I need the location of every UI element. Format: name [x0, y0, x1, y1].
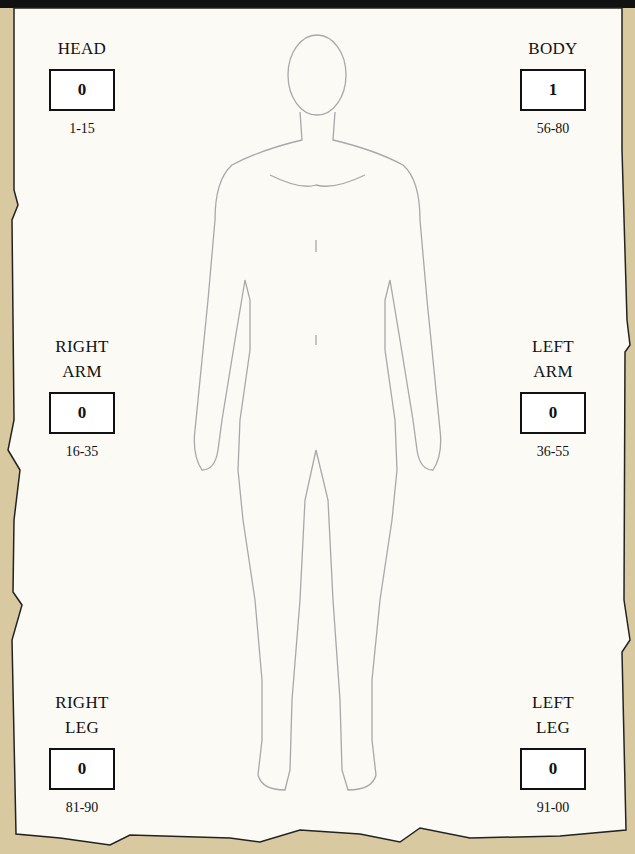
location-name: RIGHT ARM: [46, 334, 118, 384]
body-figure: [194, 35, 440, 790]
location-name: LEFT ARM: [517, 334, 589, 384]
hit-count: 0: [549, 403, 558, 423]
hit-location: LEFT LEG 0 91-00: [515, 690, 591, 816]
count-box: 0: [49, 748, 115, 790]
count-box: 0: [49, 392, 115, 434]
hit-location: HEAD 0 1-15: [47, 36, 117, 137]
location-name: HEAD: [58, 36, 106, 61]
hit-location: RIGHT LEG 0 81-90: [44, 690, 120, 816]
location-name: RIGHT LEG: [46, 690, 118, 740]
hit-location: BODY 1 56-80: [518, 36, 588, 137]
roll-range: 36-55: [537, 444, 570, 460]
torn-paper: [8, 8, 630, 845]
roll-range: 56-80: [537, 121, 570, 137]
count-box: 0: [520, 748, 586, 790]
roll-range: 16-35: [66, 444, 99, 460]
hit-count: 0: [78, 403, 87, 423]
hit-location: LEFT ARM 0 36-55: [515, 334, 591, 460]
location-name: LEFT LEG: [517, 690, 589, 740]
hit-count: 0: [549, 759, 558, 779]
hit-location: RIGHT ARM 0 16-35: [44, 334, 120, 460]
roll-range: 81-90: [66, 800, 99, 816]
hit-count: 0: [78, 80, 87, 100]
hit-count: 1: [549, 80, 558, 100]
top-bar: [0, 0, 635, 8]
count-box: 0: [520, 392, 586, 434]
roll-range: 91-00: [537, 800, 570, 816]
roll-range: 1-15: [69, 121, 95, 137]
count-box: 1: [520, 69, 586, 111]
count-box: 0: [49, 69, 115, 111]
hit-count: 0: [78, 759, 87, 779]
location-name: BODY: [528, 36, 577, 61]
